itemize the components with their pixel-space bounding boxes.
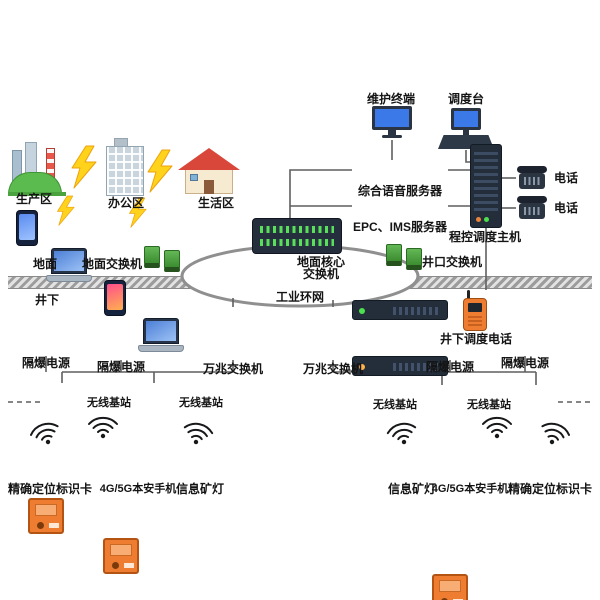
voice-server-icon xyxy=(352,300,448,320)
info-lamp-label: 信息矿灯 xyxy=(387,482,436,496)
industrial-ring-label: 工业环网 xyxy=(275,290,324,304)
wellhead-switch-label: 井口交换机 xyxy=(421,255,482,269)
voice-server-label: 综合语音服务器 xyxy=(357,184,442,198)
smartphone-icon xyxy=(16,210,38,246)
core-switch-icon xyxy=(252,218,342,254)
production-area-label: 生产区 xyxy=(15,192,52,206)
underground-dispatch-phone-label: 井下调度电话 xyxy=(439,332,512,346)
wireless-base-station-label: 无线基站 xyxy=(179,397,223,409)
dispatch-host-rack-icon xyxy=(470,144,502,228)
telephone-label: 电话 xyxy=(553,201,578,215)
wifi-icon xyxy=(386,422,417,445)
underground-label: 井下 xyxy=(34,293,59,307)
flameproof-power-label: 隔爆电源 xyxy=(500,356,549,370)
telephone-icon xyxy=(516,196,548,220)
office-building-icon xyxy=(106,138,144,196)
ground-switch-icon xyxy=(144,244,184,272)
flameproof-power-label: 隔爆电源 xyxy=(425,360,474,374)
living-area-label: 生活区 xyxy=(197,196,234,210)
core-switch-label-line2: 交换机 xyxy=(302,267,339,281)
flameproof-power-icon xyxy=(432,574,468,600)
wifi-icon xyxy=(541,422,571,445)
smartphone-icon xyxy=(104,280,126,316)
info-lamp-label: 信息矿灯 xyxy=(175,482,224,496)
wireless-base-station-label: 无线基站 xyxy=(467,399,511,411)
dispatch-console-label: 调度台 xyxy=(447,92,484,106)
lightning-icon xyxy=(129,197,147,228)
safe-phone-label: 4G/5G本安手机 xyxy=(99,483,177,495)
wireless-base-station-label: 无线基站 xyxy=(87,397,131,409)
ground-label: 地面 xyxy=(32,257,57,271)
positioning-card-label: 精确定位标识卡 xyxy=(507,482,592,496)
ten-gig-switch-label: 万兆交换机 xyxy=(202,362,263,376)
flameproof-power-label: 隔爆电源 xyxy=(96,360,145,374)
connection-lines xyxy=(8,140,592,403)
ground-switch-label: 地面交换机 xyxy=(81,257,142,271)
underground-dispatch-phone-icon xyxy=(462,290,490,332)
positioning-card-label: 精确定位标识卡 xyxy=(7,482,92,496)
maintenance-terminal-icon xyxy=(372,106,412,140)
dispatch-host-label: 程控调度主机 xyxy=(448,230,521,244)
wellhead-switch-icon xyxy=(386,242,426,270)
house-icon xyxy=(178,148,240,196)
ten-gig-switch-label: 万兆交换机 xyxy=(302,362,363,376)
laptop-icon xyxy=(138,318,184,352)
lightning-icon xyxy=(71,145,97,189)
telephone-label: 电话 xyxy=(553,171,578,185)
lightning-icon xyxy=(147,149,173,193)
epc-ims-server-label: EPC、IMS服务器 xyxy=(352,220,447,234)
wifi-icon xyxy=(29,422,59,445)
flameproof-power-icon xyxy=(28,498,64,534)
lightning-icon xyxy=(57,195,75,226)
flameproof-power-label: 隔爆电源 xyxy=(21,356,70,370)
telephone-icon xyxy=(516,166,548,190)
wifi-icon xyxy=(88,416,118,439)
flameproof-power-icon xyxy=(103,538,139,574)
factory-icon xyxy=(8,138,66,196)
office-area-label: 办公区 xyxy=(107,196,144,210)
epc-ims-server-icon xyxy=(352,356,448,376)
laptop-icon xyxy=(46,248,92,282)
safe-phone-label: 4G/5G本安手机 xyxy=(431,483,509,495)
core-switch-label-line1: 地面核心 xyxy=(296,255,345,269)
maintenance-terminal-label: 维护终端 xyxy=(366,92,415,106)
wifi-icon xyxy=(482,416,512,439)
wireless-base-station-label: 无线基站 xyxy=(373,399,417,411)
wifi-icon xyxy=(183,422,214,445)
